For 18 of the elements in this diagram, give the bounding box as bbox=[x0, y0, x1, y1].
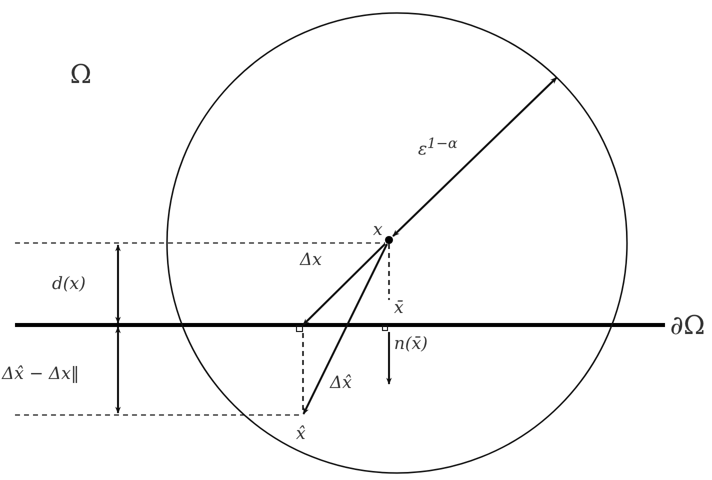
dimension-label: d(x) bbox=[52, 274, 86, 295]
edge-label: Δx bbox=[300, 250, 322, 270]
circle-outline bbox=[167, 13, 627, 473]
edge-label: n(x̄) bbox=[394, 334, 428, 354]
arrow bbox=[386, 332, 392, 385]
point-label: x bbox=[373, 220, 383, 240]
edge-label: ε$^{1−α}$ bbox=[418, 135, 458, 160]
point-label: x̄ bbox=[394, 298, 404, 318]
arrow bbox=[302, 244, 388, 415]
boundary-label: ∂Ω bbox=[670, 311, 706, 341]
point-label: x̂ bbox=[296, 424, 306, 444]
dashed-line bbox=[388, 244, 390, 300]
right-angle-mark bbox=[296, 325, 303, 332]
edge-label: Δx̂ bbox=[330, 373, 352, 393]
arrow bbox=[392, 76, 558, 237]
region-label: Ω bbox=[70, 60, 92, 90]
dimension-label: Δx̂ − Δx‖ bbox=[2, 364, 80, 385]
arrow bbox=[302, 243, 386, 326]
